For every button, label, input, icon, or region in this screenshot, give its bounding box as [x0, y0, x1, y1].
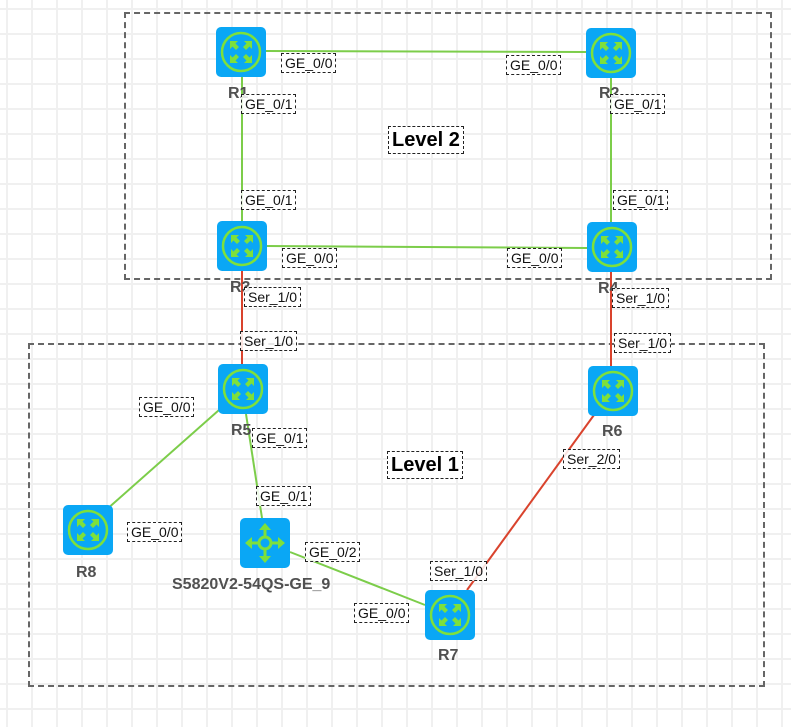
- device-label-r8: R8: [76, 564, 97, 581]
- port-label-r1-ge01: GE_0/1: [241, 94, 297, 114]
- port-label-r2-ge00: GE_0/0: [506, 55, 562, 75]
- area-level-2[interactable]: [124, 12, 772, 280]
- port-label-r3-ge01: GE_0/1: [241, 190, 297, 210]
- router-icon: [591, 226, 633, 268]
- switch-s5820[interactable]: [240, 518, 290, 568]
- port-label-switch-ge02: GE_0/2: [305, 542, 361, 562]
- port-label-r1-ge00: GE_0/0: [281, 53, 337, 73]
- switch-icon: [245, 523, 285, 563]
- port-label-r5-ser10: Ser_1/0: [240, 331, 298, 351]
- area-title-level-1[interactable]: Level 1: [387, 451, 463, 479]
- link-r5-r8[interactable]: [105, 409, 220, 511]
- router-r4[interactable]: [587, 222, 637, 272]
- port-label-r6-ser10: Ser_1/0: [614, 333, 672, 353]
- router-r6[interactable]: [588, 366, 638, 416]
- port-label-r4-ge00: GE_0/0: [507, 248, 563, 268]
- device-label-r6: R6: [602, 423, 623, 440]
- router-icon: [221, 225, 263, 267]
- router-icon: [592, 370, 634, 412]
- router-icon: [590, 32, 632, 74]
- router-r7[interactable]: [425, 590, 475, 640]
- port-label-r5-ge00: GE_0/0: [139, 397, 195, 417]
- router-icon: [67, 509, 109, 551]
- port-label-r7-ser10: Ser_1/0: [430, 561, 488, 581]
- router-r1[interactable]: [216, 27, 266, 77]
- router-icon: [429, 594, 471, 636]
- link-r6-r7[interactable]: [466, 414, 595, 591]
- link-r3-r4[interactable]: [265, 245, 588, 249]
- device-label-r5: R5: [231, 422, 252, 439]
- device-label-switch: S5820V2-54QS-GE_9: [172, 576, 331, 593]
- port-label-r7-ge00: GE_0/0: [354, 603, 410, 623]
- port-label-r4-ge01: GE_0/1: [613, 190, 669, 210]
- port-label-r8-ge00: GE_0/0: [127, 522, 183, 542]
- router-r5[interactable]: [218, 364, 268, 414]
- area-level-1[interactable]: [28, 343, 765, 687]
- router-icon: [222, 368, 264, 410]
- port-label-r3-ser10: Ser_1/0: [244, 287, 302, 307]
- port-label-r4-ser10: Ser_1/0: [612, 288, 670, 308]
- area-title-level-2[interactable]: Level 2: [388, 126, 464, 154]
- link-r1-r2[interactable]: [265, 50, 588, 53]
- router-r3[interactable]: [217, 221, 267, 271]
- port-label-r5-ge01: GE_0/1: [252, 428, 308, 448]
- router-icon: [220, 31, 262, 73]
- device-label-r7: R7: [438, 647, 459, 664]
- port-label-r3-ge00: GE_0/0: [282, 248, 338, 268]
- router-r8[interactable]: [63, 505, 113, 555]
- router-r2[interactable]: [586, 28, 636, 78]
- port-label-r6-ser20: Ser_2/0: [563, 449, 621, 469]
- port-label-switch-ge01: GE_0/1: [256, 486, 312, 506]
- port-label-r2-ge01: GE_0/1: [610, 94, 666, 114]
